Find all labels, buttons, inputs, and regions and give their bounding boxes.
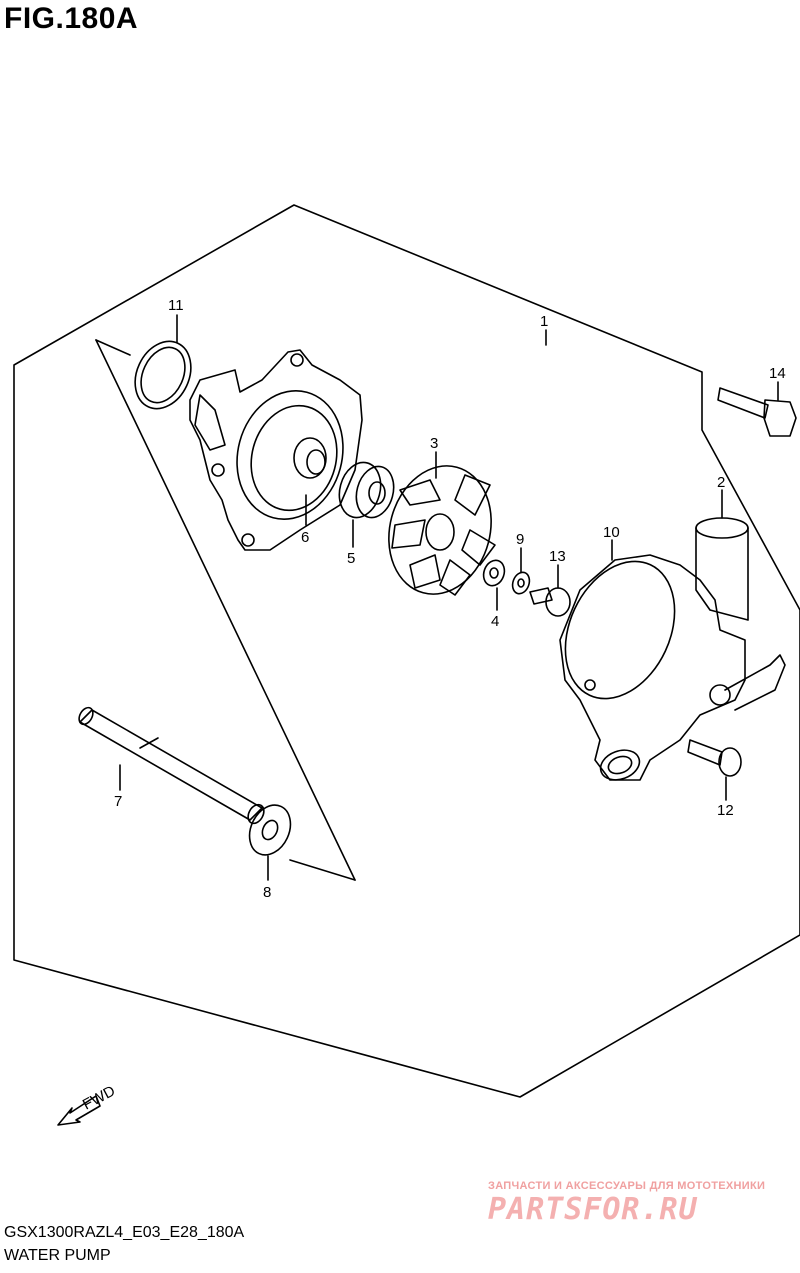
callout-7: 7 bbox=[114, 793, 122, 810]
callout-9: 9 bbox=[516, 531, 524, 548]
callout-6: 6 bbox=[301, 529, 309, 546]
callout-1: 1 bbox=[540, 313, 548, 330]
callout-10: 10 bbox=[603, 524, 620, 541]
figure-title: FIG.180A bbox=[4, 2, 139, 35]
watermark-tagline: ЗАПЧАСТИ И АКСЕССУАРЫ ДЛЯ МОТОТЕХНИКИ bbox=[488, 1180, 766, 1192]
assembly-outline bbox=[13, 204, 800, 1098]
callout-11: 11 bbox=[168, 297, 184, 314]
part-14-bolt[interactable] bbox=[717, 387, 797, 437]
part-2-pipe[interactable] bbox=[695, 517, 749, 621]
callout-5: 5 bbox=[347, 550, 355, 567]
part-9-washer[interactable] bbox=[510, 570, 533, 596]
part-7-shaft[interactable] bbox=[76, 705, 267, 826]
part-8-washer[interactable] bbox=[242, 798, 298, 861]
watermark-logo: PARTSFOR.RU bbox=[488, 1192, 698, 1227]
part-10-pump-body[interactable] bbox=[544, 544, 786, 785]
callout-4: 4 bbox=[491, 613, 499, 630]
section-name: WATER PUMP bbox=[4, 1247, 111, 1264]
callout-12: 12 bbox=[717, 802, 734, 819]
callout-2: 2 bbox=[717, 474, 725, 491]
part-4-washer[interactable] bbox=[480, 557, 508, 588]
part-6-pump-cover[interactable] bbox=[189, 349, 363, 551]
callout-3: 3 bbox=[430, 435, 438, 452]
subassembly-outline-bottom bbox=[289, 859, 356, 881]
model-code: GSX1300RAZL4_E03_E28_180A bbox=[4, 1224, 245, 1241]
subassembly-outline-top bbox=[95, 339, 131, 356]
fwd-arrow-icon bbox=[57, 1095, 101, 1126]
callout-14: 14 bbox=[769, 365, 786, 382]
fwd-label: FWD bbox=[80, 1082, 118, 1113]
part-13-bolt[interactable] bbox=[529, 587, 571, 617]
subassembly-outline bbox=[95, 339, 356, 881]
part-3-impeller[interactable] bbox=[375, 454, 505, 605]
callout-13: 13 bbox=[549, 548, 566, 565]
callout-8: 8 bbox=[263, 884, 271, 901]
part-11-o-ring[interactable] bbox=[125, 332, 202, 417]
part-5-mechanical-seal[interactable] bbox=[333, 458, 399, 522]
part-12-screw[interactable] bbox=[687, 739, 742, 777]
